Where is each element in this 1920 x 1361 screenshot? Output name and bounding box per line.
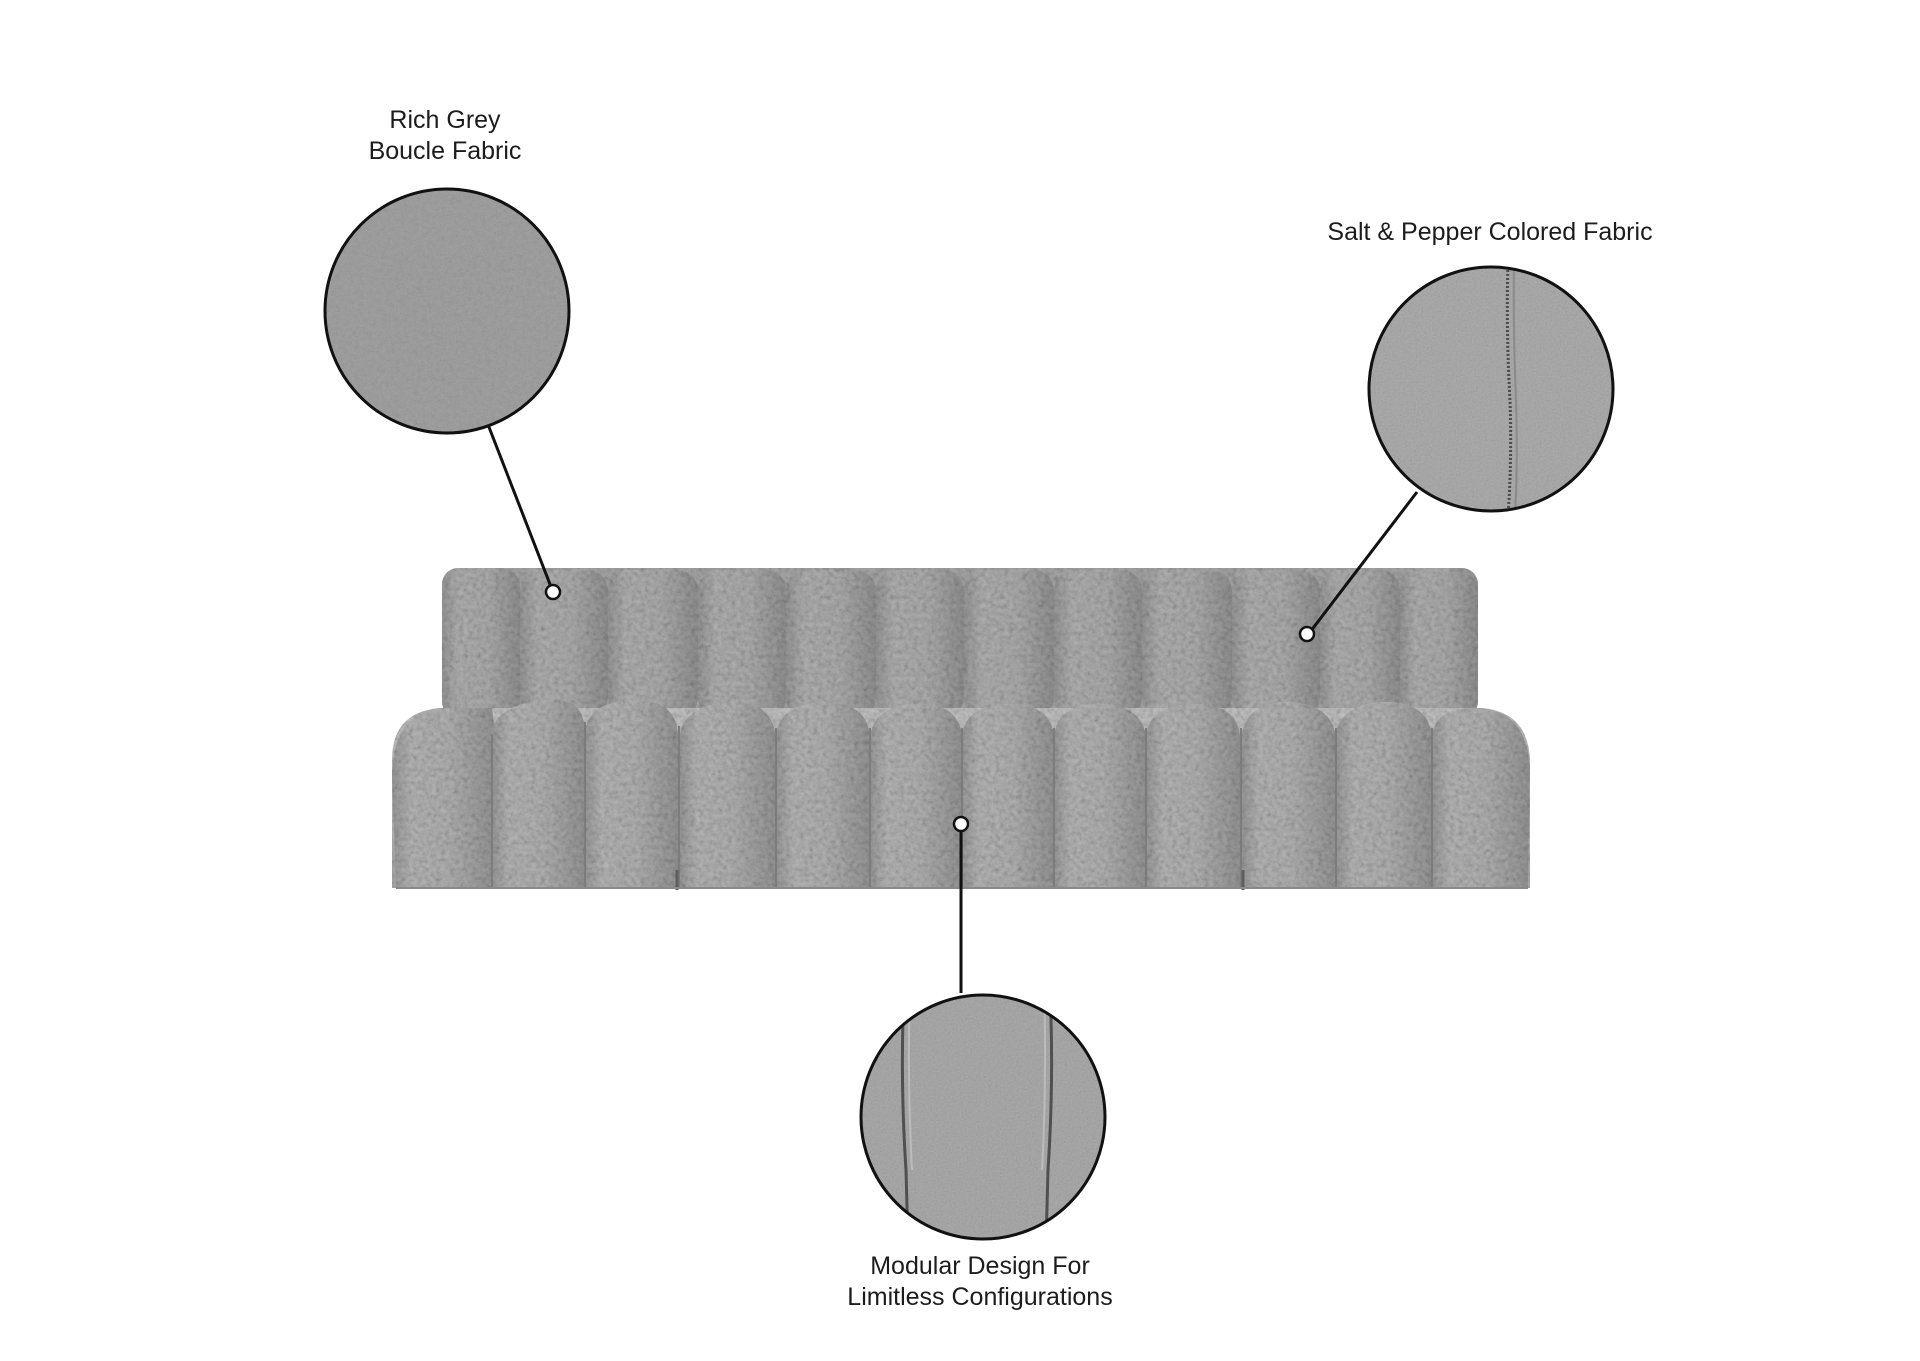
- callout-label-modular: Modular Design For Limitless Configurati…: [800, 1251, 1160, 1313]
- anchor-dot-salt-pepper: [1298, 625, 1316, 643]
- anchor-dots: [544, 583, 1316, 833]
- leader-lines: [485, 421, 1419, 993]
- sofa-seat-seams: [491, 722, 1433, 888]
- callout-boucle-line1: Rich Grey: [389, 106, 501, 134]
- leader-line-boucle: [485, 421, 555, 593]
- swatch-salt-pepper: [1367, 265, 1615, 513]
- callout-label-boucle: Rich Grey Boucle Fabric: [330, 105, 560, 167]
- sofa-module-gaps: [675, 870, 1245, 890]
- callout-label-salt-pepper: Salt & Pepper Colored Fabric: [1280, 217, 1700, 248]
- sofa: [392, 568, 1530, 890]
- callout-boucle-line2: Boucle Fabric: [368, 137, 522, 165]
- leader-line-salt-pepper: [1305, 491, 1419, 637]
- sofa-seat-cushions: [392, 700, 1530, 888]
- swatch-boucle: [323, 187, 571, 435]
- anchor-dot-modular: [952, 815, 970, 833]
- sofa-back-channels: [442, 568, 1478, 718]
- callout-modular-line2: Limitless Configurations: [847, 1283, 1113, 1311]
- anchor-dot-boucle: [544, 583, 562, 601]
- callout-salt-pepper-line1: Salt & Pepper Colored Fabric: [1327, 218, 1653, 246]
- callout-modular-line1: Modular Design For: [870, 1252, 1090, 1280]
- swatch-modular: [859, 993, 1107, 1241]
